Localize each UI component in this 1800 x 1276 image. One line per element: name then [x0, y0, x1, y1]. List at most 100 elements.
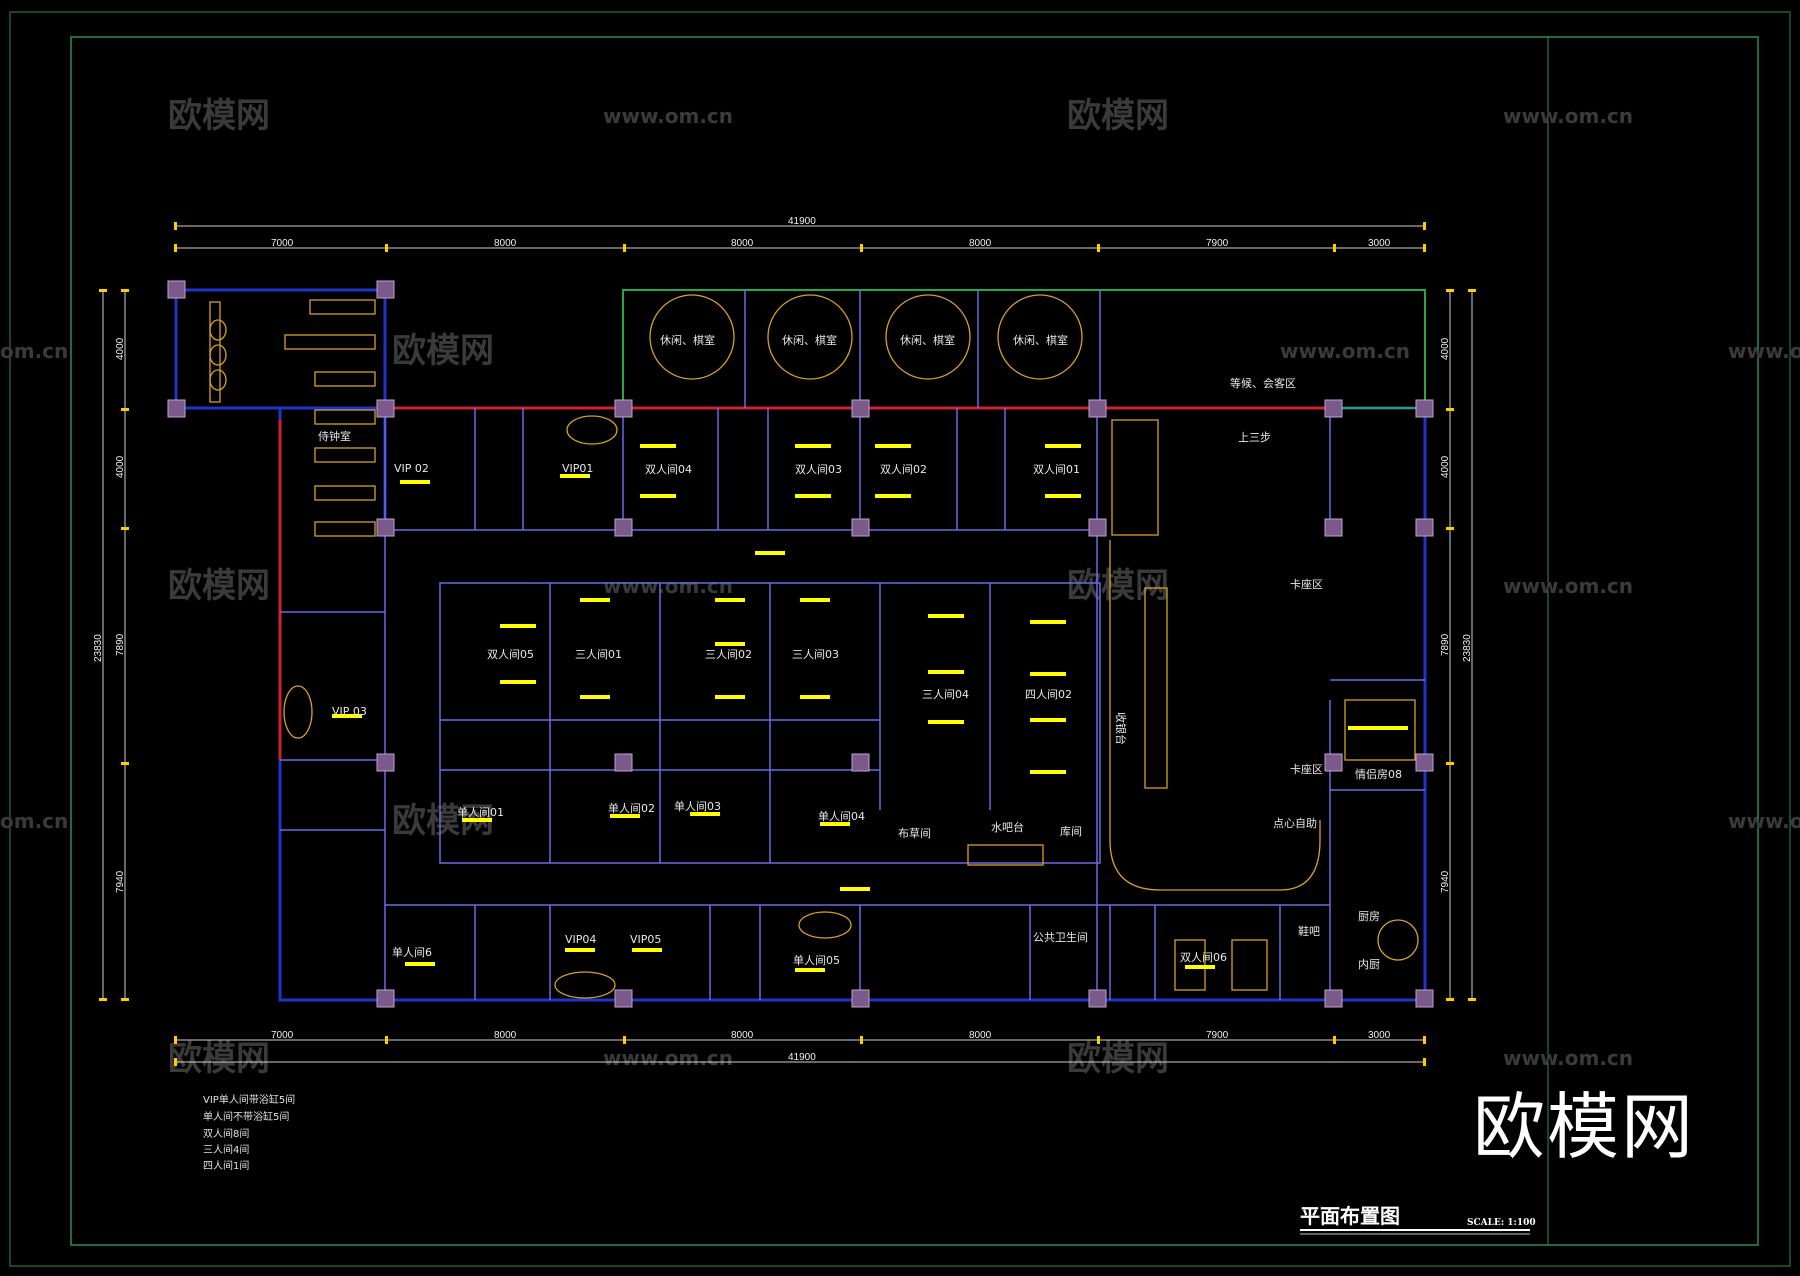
watermark-url: www.om.cn [1503, 104, 1633, 128]
watermark-url: om.cn [0, 339, 68, 363]
dim-bottom-3: 8000 [731, 1030, 754, 1041]
label-public-wc: 公共卫生间 [1033, 930, 1088, 944]
label-shoe: 鞋吧 [1298, 924, 1320, 938]
label-booth2: 卡座区 [1290, 762, 1323, 776]
label-lounge4: 休闲、棋室 [1013, 333, 1068, 347]
watermark-logo: 欧模网 [392, 331, 494, 371]
dim-top-4: 8000 [969, 238, 992, 249]
label-quad02: 四人间02 [1025, 688, 1072, 701]
dim-total-right: 23830 [1462, 634, 1473, 662]
label-kitchen: 厨房 [1358, 910, 1380, 923]
dimension-ticks [99, 222, 1476, 1066]
legend-item: VIP单人间带浴缸5间 [203, 1093, 295, 1106]
watermark-url: www.om.cn [1503, 1046, 1633, 1070]
label-vip01: VIP01 [562, 462, 593, 475]
drawing-title: 平面布置图 [1300, 1204, 1400, 1228]
label-triple02: 三人间02 [705, 648, 752, 661]
outer-frame [9, 11, 1791, 1267]
dim-bottom-4: 8000 [969, 1030, 992, 1041]
watermark-logo: 欧模网 [1067, 566, 1169, 606]
watermark-logo: 欧模网 [1067, 96, 1169, 136]
watermark-layer: 欧模网 www.om.cn 欧模网 www.om.cn om.cn 欧模网 ww… [0, 96, 1800, 1079]
label-steps: 上三步 [1238, 431, 1271, 444]
legend-item: 四人间1间 [203, 1159, 249, 1172]
room-labels: 侍钟室 VIP 02 VIP01 VIP 03 VIP04 VIP05 双人间0… [318, 333, 1402, 971]
label-storage: 库间 [1060, 825, 1082, 838]
dim-top-3: 8000 [731, 238, 754, 249]
label-linen: 布草间 [898, 827, 931, 840]
label-triple01: 三人间01 [575, 648, 622, 661]
legend-item: 三人间4间 [203, 1143, 249, 1156]
dim-left-3: 7890 [115, 633, 126, 656]
dim-total-top: 41900 [788, 216, 816, 227]
label-waterbar: 水吧台 [991, 820, 1024, 834]
label-vip03: VIP 03 [332, 705, 367, 718]
label-double02: 双人间02 [880, 463, 927, 476]
label-single04: 单人间04 [818, 810, 865, 823]
dim-bottom-5: 7900 [1206, 1030, 1229, 1041]
dim-total-bottom: 41900 [788, 1052, 816, 1063]
label-single01: 单人间01 [457, 806, 504, 819]
room-markers [332, 444, 1408, 972]
legend-item: 双人间8间 [203, 1127, 249, 1140]
furniture [209, 294, 1419, 999]
label-vip05: VIP05 [630, 933, 661, 946]
watermark-url: www.om.cn [603, 574, 733, 598]
dim-top-5: 7900 [1206, 238, 1229, 249]
dim-right-1: 4000 [1440, 337, 1451, 360]
dimension-lines [102, 225, 1473, 1063]
watermark-url: www.om.cn [1503, 574, 1633, 598]
dim-bottom-6: 3000 [1368, 1030, 1391, 1041]
label-reception: 等候、会客区 [1230, 376, 1296, 390]
watermark-url: www.om.cn [603, 104, 733, 128]
watermark-url: www.om.cn [1728, 809, 1800, 833]
label-inner-room: 内厨 [1358, 957, 1380, 971]
label-single03: 单人间03 [674, 800, 721, 813]
legend: VIP单人间带浴缸5间 单人间不带浴缸5间 双人间8间 三人间4间 四人间1间 [203, 1093, 295, 1172]
label-dessert: 点心自助 [1273, 816, 1317, 830]
dim-left-4: 7940 [115, 870, 126, 893]
label-double03: 双人间03 [795, 463, 842, 476]
watermark-url: www.om.cn [603, 1046, 733, 1070]
dim-right-4: 7940 [1440, 870, 1451, 893]
label-single02: 单人间02 [608, 802, 655, 815]
exterior-walls [174, 288, 1427, 1002]
label-booth1: 卡座区 [1290, 577, 1323, 591]
label-lounge3: 休闲、棋室 [900, 333, 955, 347]
dim-top-1: 7000 [271, 238, 294, 249]
drawing-frame [70, 36, 1759, 1246]
label-couple08: 情侣房08 [1355, 767, 1402, 781]
watermark-logo: 欧模网 [168, 1039, 270, 1079]
label-lounge1: 休闲、棋室 [660, 333, 715, 347]
dim-left-2: 4000 [115, 455, 126, 478]
label-triple04: 三人间04 [922, 688, 969, 701]
label-single05: 单人间05 [793, 954, 840, 967]
label-double06: 双人间06 [1180, 951, 1227, 964]
drawing-scale: SCALE: 1:100 [1467, 1218, 1536, 1228]
dim-right-2: 4000 [1440, 455, 1451, 478]
dim-top-6: 3000 [1368, 238, 1391, 249]
label-single6: 单人间6 [392, 946, 432, 959]
dim-right-3: 7890 [1440, 633, 1451, 656]
brand-watermark: 欧模网 [1473, 1085, 1695, 1169]
watermark-logo: 欧模网 [1067, 1039, 1169, 1079]
label-double05: 双人间05 [487, 648, 534, 661]
dim-bottom-2: 8000 [494, 1030, 517, 1041]
dim-bottom-1: 7000 [271, 1030, 294, 1041]
interior-walls [280, 290, 1425, 1000]
label-lounge2: 休闲、棋室 [782, 333, 837, 347]
watermark-logo: 欧模网 [168, 566, 270, 606]
legend-item: 单人间不带浴缸5间 [203, 1110, 289, 1123]
label-waiting: 侍钟室 [318, 429, 351, 443]
label-double04: 双人间04 [645, 463, 692, 476]
watermark-logo: 欧模网 [168, 96, 270, 136]
watermark-url: om.cn [0, 809, 68, 833]
label-double01: 双人间01 [1033, 463, 1080, 476]
label-vip02: VIP 02 [394, 462, 429, 475]
watermark-url: www.om.cn [1280, 339, 1410, 363]
structural-columns [167, 280, 1434, 1008]
dim-total-left: 23830 [93, 634, 104, 662]
dim-left-1: 4000 [115, 337, 126, 360]
dim-top-2: 8000 [494, 238, 517, 249]
